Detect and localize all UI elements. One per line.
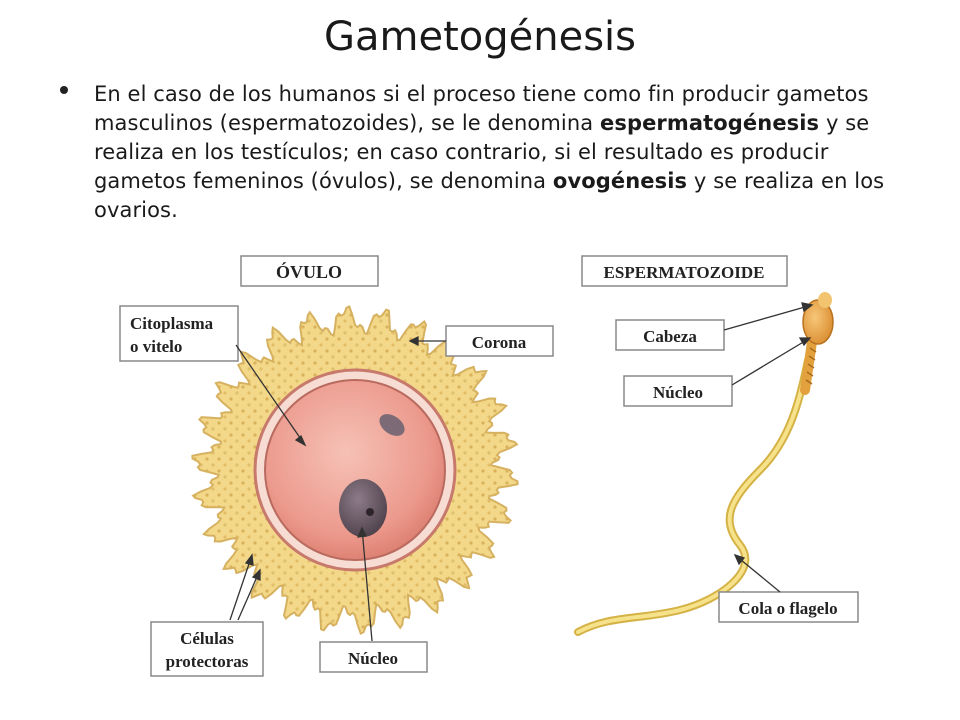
citoplasma-label-box [119,305,239,362]
cola-label-box [718,591,859,623]
bullet-text-part2: y se realiza en los testículos; en caso … [94,111,870,193]
slide-title: Gametogénesis [324,14,636,60]
celulas-label-box [150,621,264,677]
esperma-nucleo-label-box [623,375,733,407]
citoplasma-label-line1: Citoplasma [130,314,214,333]
corona-label: Corona [472,333,527,352]
espermatozoide-header: ESPERMATOZOIDE [604,263,765,282]
ovum-pointers [229,335,446,642]
celulas-label-line1: Células [180,629,234,648]
ovum-illustration [191,305,519,635]
term-ovogenesis: ovogénesis [552,169,688,193]
ovulo-nucleo-label-box [319,641,428,673]
sperm-pointers [723,302,814,593]
polar-body [379,414,405,436]
bullet-text: En el caso de los humanos si el proceso … [94,80,920,225]
bullet-text-part3: y se realiza en los ovarios. [94,169,885,222]
citoplasma-label-line2: o vitelo [130,337,182,356]
sperm-midpiece-spiral [805,347,817,385]
cola-label: Cola o flagelo [738,599,837,618]
celulas-label-line2: protectoras [166,652,249,671]
bullet-text-part1: En el caso de los humanos si el proceso … [94,82,869,135]
bullet-dot [60,86,68,94]
sperm-acrosome [818,292,832,308]
ovulo-header-box [240,255,379,287]
bullet-paragraph: En el caso de los humanos si el proceso … [60,80,920,225]
cabeza-label: Cabeza [643,327,697,346]
ovum-nucleus [339,479,387,537]
corona-label-box [445,325,554,357]
sperm-midpiece [800,337,817,395]
ovum-nucleolus [366,508,374,516]
ovulo-header: ÓVULO [276,261,342,282]
espermatozoide-header-box [581,255,788,287]
sperm-illustration [574,292,834,636]
cabeza-label-box [615,319,725,351]
sperm-tail-highlight [576,358,810,634]
term-espermatogenesis: espermatogénesis [600,111,820,135]
ovulo-nucleo-label: Núcleo [348,649,398,668]
esperma-nucleo-label: Núcleo [653,383,703,402]
